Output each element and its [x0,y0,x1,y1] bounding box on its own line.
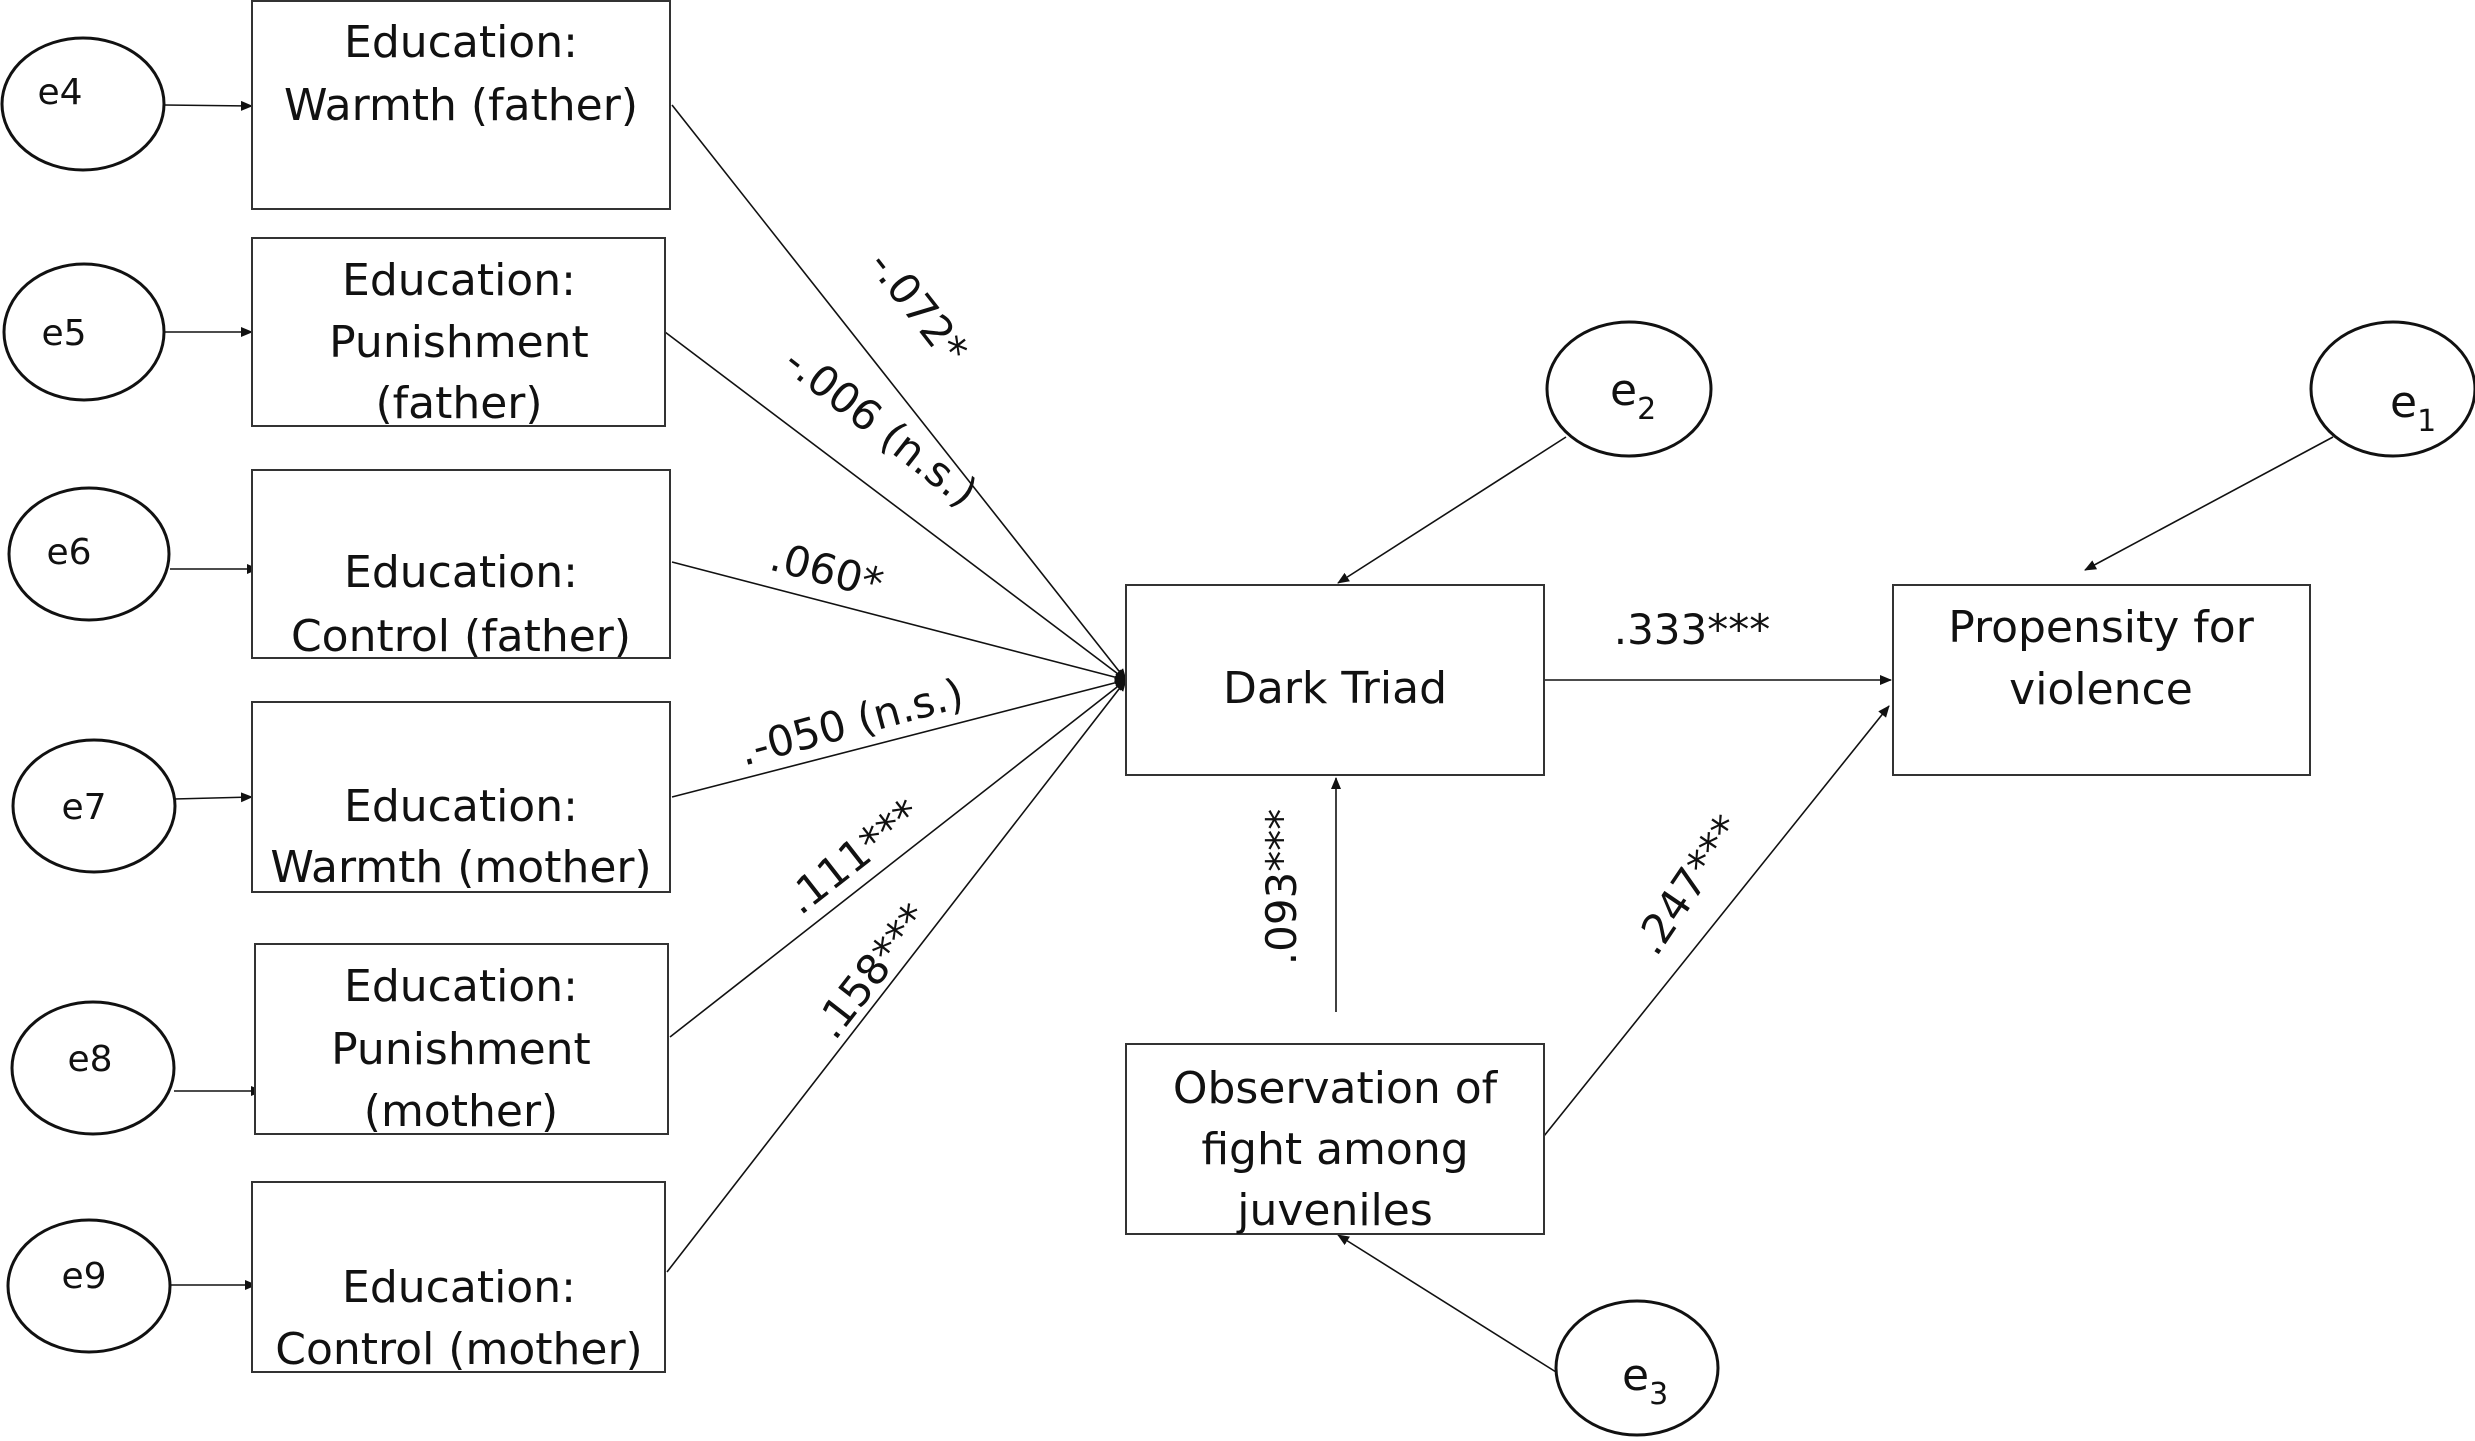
error-term-e9: e9 [6,1218,172,1354]
box-label-line: juveniles [1236,1185,1433,1236]
box-label-line: Education: [342,255,576,306]
box-label-line: Control (mother) [275,1324,642,1375]
edge-observation-to-propensity [1543,705,1890,1137]
edge-punishment-father-to-dark-triad [664,331,1127,681]
box-label-line: Education: [344,961,578,1012]
coefficient-warmth-mother: .-050 (n.s.) [734,669,969,776]
box-observation: Observation of fight among juveniles [1125,1043,1545,1236]
coefficient-punishment-father: -.006 (n.s.) [775,336,986,516]
box-warmth-mother: Education: Warmth (mother) [251,701,671,893]
box-label-line: Observation of [1173,1063,1499,1114]
error-term-e6: e6 [7,486,171,622]
coefficient-observation-to-dark-triad: .093*** [1257,809,1306,966]
box-label-line: (mother) [364,1086,558,1137]
error-label: e6 [46,532,91,573]
box-label-line: Education: [344,781,578,832]
box-label-line: (father) [375,378,542,429]
box-punishment-mother: Education: Punishment (mother) [254,943,669,1137]
box-label-line: Warmth (mother) [270,842,651,893]
error-label: e5 [41,313,86,354]
box-label: Dark Triad [1223,663,1447,714]
box-label-line: fight among [1201,1124,1468,1175]
box-label-line: violence [2009,664,2193,715]
edge-warmth-father-to-dark-triad [671,104,1127,681]
coefficient-control-mother: .158*** [804,894,939,1048]
box-label-line: Punishment [329,317,589,368]
box-label-line: Control (father) [291,611,631,662]
edge-e3-to-observation [1337,1234,1557,1373]
box-warmth-father: Education: Warmth (father) [251,0,671,210]
box-label-line: Education: [344,17,578,68]
error-label: e4 [37,72,82,113]
edge-e4-to-warmth-father [163,100,253,111]
box-label-line: Education: [342,1262,576,1313]
error-label: e9 [61,1256,106,1297]
edge-warmth-mother-to-dark-triad [671,677,1127,798]
coefficient-warmth-father: -.072* [859,241,977,373]
box-punishment-father: Education: Punishment (father) [251,237,666,429]
error-label: e8 [67,1039,112,1080]
coefficient-observation-to-propensity: .247*** [1624,806,1752,963]
edge-control-mother-to-dark-triad [666,679,1127,1273]
box-label-line: Punishment [331,1024,591,1075]
error-term-e5: e5 [2,262,166,402]
error-label: e2 [1610,365,1656,427]
edge-control-father-to-dark-triad [671,561,1127,683]
edge-e2-to-dark-triad [1337,436,1567,584]
error-term-e4: e4 [0,36,166,172]
edge-e1-to-propensity [2084,436,2334,571]
error-term-e7: e7 [11,738,177,874]
edge-punishment-mother-to-dark-triad [669,679,1127,1038]
box-label-line: Education: [344,547,578,598]
error-label: e3 [1622,1350,1668,1412]
error-label: e1 [2390,377,2436,439]
box-label-line: Warmth (father) [284,80,638,131]
coefficient-control-father: .060* [765,532,888,609]
box-control-mother: Education: Control (mother) [251,1181,666,1375]
error-term-e8: e8 [10,1000,176,1136]
box-control-father: Education: Control (father) [251,469,671,662]
error-term-e1: e1 [2309,320,2475,458]
edge-e7-to-warmth-mother [173,792,253,803]
box-dark-triad: Dark Triad [1125,584,1545,776]
coefficient-dark-triad-to-propensity: .333*** [1614,605,1771,654]
error-label: e7 [61,787,106,828]
error-term-e3: e3 [1554,1299,1720,1437]
error-term-e2: e2 [1545,320,1713,458]
box-label-line: Propensity for [1948,602,2255,653]
box-propensity: Propensity for violence [1892,584,2311,776]
